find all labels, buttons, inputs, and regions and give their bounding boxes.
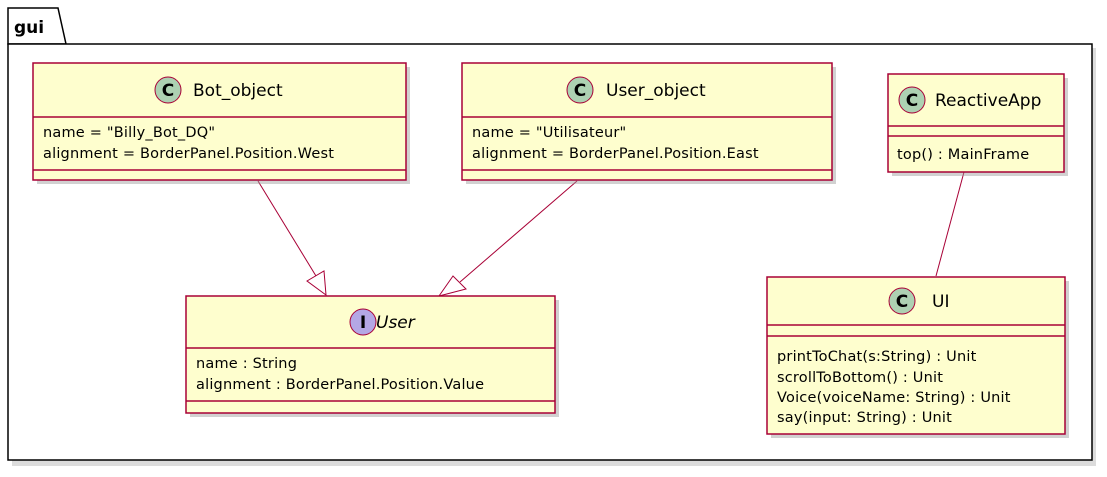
- interface-name: User: [376, 313, 416, 333]
- interface-field: alignment : BorderPanel.Position.Value: [196, 377, 484, 393]
- class-bot-object[interactable]: C Bot_object name = "Billy_Bot_DQ" align…: [32, 62, 410, 184]
- class-name: UI: [932, 292, 949, 312]
- class-name: ReactiveApp: [935, 91, 1041, 111]
- class-method: Voice(voiceName: String) : Unit: [777, 390, 1011, 406]
- realization-userobj-to-user: [459, 180, 578, 283]
- class-stereotype-letter: C: [574, 81, 586, 101]
- class-field: alignment = BorderPanel.Position.West: [43, 146, 334, 162]
- class-method: printToChat(s:String) : Unit: [777, 349, 977, 365]
- realization-arrowhead-userobj: [437, 275, 467, 297]
- class-reactive-app[interactable]: C ReactiveApp top() : MainFrame: [887, 73, 1068, 176]
- interface-user[interactable]: I User name : String alignment : BorderP…: [185, 295, 559, 417]
- class-user-object[interactable]: C User_object name = "Utilisateur" align…: [461, 62, 836, 184]
- class-name: User_object: [606, 81, 706, 101]
- relations: [257, 171, 965, 297]
- association-reactiveapp-ui: [935, 171, 965, 277]
- class-stereotype-letter: C: [896, 292, 908, 312]
- class-field: name = "Billy_Bot_DQ": [43, 125, 215, 141]
- class-method: scrollToBottom() : Unit: [777, 370, 943, 386]
- interface-field: name : String: [196, 356, 297, 372]
- class-ui[interactable]: C UI printToChat(s:String) : Unit scroll…: [766, 276, 1069, 438]
- class-stereotype-letter: C: [906, 91, 918, 111]
- class-method: top() : MainFrame: [897, 147, 1029, 163]
- interface-stereotype-icon: [349, 308, 377, 336]
- class-field: name = "Utilisateur": [472, 125, 626, 141]
- package-label: gui: [14, 18, 44, 38]
- class-name: Bot_object: [193, 81, 283, 101]
- interface-stereotype-letter: I: [360, 313, 366, 333]
- class-stereotype-icon: [566, 76, 594, 104]
- class-stereotype-icon: [154, 76, 182, 104]
- realization-arrowhead-bot: [306, 270, 327, 297]
- realization-bot-to-user: [257, 180, 317, 277]
- class-stereotype-icon: [888, 287, 916, 315]
- class-stereotype-letter: C: [162, 81, 174, 101]
- class-method: say(input: String) : Unit: [777, 410, 952, 426]
- class-stereotype-icon: [898, 86, 926, 114]
- class-field: alignment = BorderPanel.Position.East: [472, 146, 759, 162]
